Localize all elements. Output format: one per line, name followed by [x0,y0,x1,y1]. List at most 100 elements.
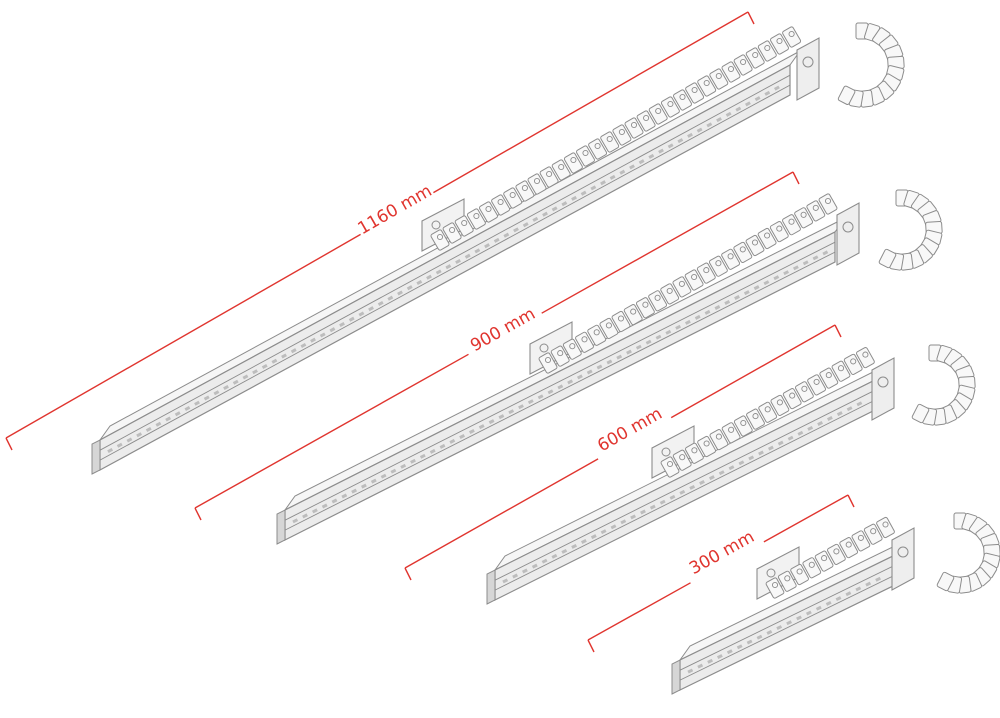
rail-slot [655,334,662,340]
rail-slot [271,358,278,364]
bracket-bolt-icon [877,376,889,388]
rail-slot [596,364,603,370]
dimension-tick [747,11,755,25]
chain-link-hole [605,322,612,329]
rail-slot [522,222,529,228]
chain-link-hole [691,86,698,94]
rail-slot [232,379,239,385]
rail-end-cap [91,439,101,475]
rail-slot [557,384,564,390]
rail-slot [281,353,287,359]
rail-slot [792,265,799,271]
rail-slot [498,414,505,420]
chain-link-hole [691,447,698,454]
rail-slot [812,255,819,261]
chain-link-hole [771,581,779,589]
chain-link-hole [837,365,845,372]
rail-slot [513,227,519,233]
rail-slot [802,260,809,266]
rail-slot [223,384,229,391]
rail-slot [635,344,642,350]
rail-slot [754,96,761,102]
chain-link-hole [739,246,746,253]
rail-slot [616,354,623,360]
rail-slot [542,211,548,217]
dimension-segment [5,233,361,439]
chain-link-hole [764,232,771,239]
rail-slot [620,519,627,525]
chain-link-hole [850,358,857,365]
rail-slot [551,553,558,559]
rail-slot [468,429,475,434]
rail-slot [606,359,613,365]
rail-slot [488,419,495,425]
chain-link-hole [449,226,456,234]
rail-slot [261,363,268,370]
rail-slot [300,342,307,349]
rail-slot [397,290,403,296]
rail-slot [213,390,220,396]
chain-link-hole [557,350,564,357]
chain-link-hole [728,426,735,433]
chain-link-hole [800,211,807,218]
rail-slot [600,180,606,186]
chain-link-hole [789,392,796,399]
rail-slot [786,620,792,626]
chain-link-hole [509,191,516,199]
rail-slot [675,324,682,330]
rail-slot [348,316,355,322]
rail-slot [629,164,635,170]
dimension-tick [792,171,800,185]
chain-link-hole [643,114,650,122]
carriage-bolt-icon [661,447,671,457]
rail-slot [758,450,764,456]
chain-link-hole [630,308,637,315]
rail-slot [410,458,416,464]
rail-slot [825,600,832,606]
chain-link-hole [436,233,444,241]
rail-slot [518,404,524,410]
chain-link-hole [727,253,734,260]
chain-link-hole [715,72,722,80]
chain-link-hole [776,225,783,232]
rail-slot [679,489,686,495]
rail-slot [855,586,862,592]
chain-link-hole [691,273,698,281]
rail-slot [704,309,711,315]
chain-link-hole [570,156,577,164]
rail-slot [116,442,123,448]
dimension-label-m300: 300 mm [686,527,758,579]
chain-link-hole [654,294,661,301]
chain-link-hole [833,548,840,555]
rail-slot [684,319,691,325]
bracket-bolt-icon [897,546,909,558]
rail-slot [503,232,510,238]
chain-link-hole [655,107,662,115]
rail-slot [508,409,515,415]
dimension-segment [433,11,749,194]
rail-slot [687,668,694,674]
rail-slot [464,253,471,259]
rail-slot [756,634,763,640]
rail-end-cap [486,569,496,605]
rail-slot [194,400,200,406]
rail-slot [165,416,172,422]
chain-link-hole [776,37,783,45]
rail-slot [331,498,338,504]
rail-slot [865,581,872,587]
chain-link-hole [812,204,819,211]
chain-link-hole [764,44,771,52]
rail-slot [716,654,723,659]
rail-slot [184,405,191,412]
chain-link-hole [845,541,852,548]
chain-link-hole [678,280,685,287]
end-bracket [836,202,860,266]
rail-slot [807,425,814,431]
chain-link-hole [751,239,759,246]
rail-slot [745,101,751,107]
rail-slot [586,369,593,375]
chain-link-hole [485,205,492,213]
chain-link-hole [813,378,820,385]
rail-slot [716,117,722,123]
rail-end-cap [276,509,286,545]
